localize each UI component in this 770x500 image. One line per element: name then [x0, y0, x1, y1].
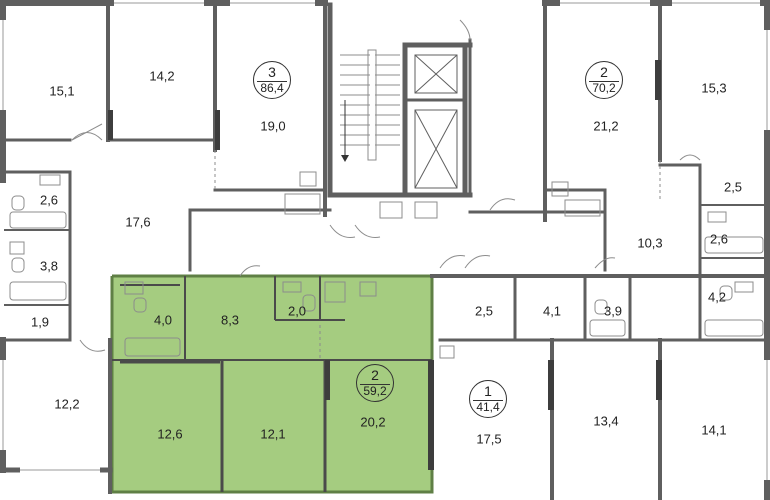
- apartment-badge-1-room[interactable]: 1 41,4: [469, 380, 507, 418]
- room-area: 4,0: [153, 312, 173, 328]
- room-area: 12,1: [260, 426, 286, 442]
- room-area: 2,5: [723, 179, 743, 195]
- room-area: 21,2: [593, 118, 619, 134]
- apartment-rooms: 1: [484, 383, 492, 399]
- elevator-icon: [414, 54, 458, 189]
- room-area: 12,2: [54, 396, 80, 412]
- room-area: 10,3: [637, 235, 663, 251]
- sink-icon: [9, 171, 754, 359]
- bathtub-icon: [9, 211, 764, 357]
- windows: [2, 2, 768, 480]
- apartment-area: 86,4: [257, 81, 287, 95]
- room-area: 15,3: [701, 80, 727, 96]
- apartment-area: 70,2: [589, 81, 619, 95]
- room-area: 13,4: [593, 413, 619, 429]
- room-area: 14,1: [701, 422, 727, 438]
- room-area: 4,2: [707, 289, 727, 305]
- room-area: 14,2: [149, 68, 175, 84]
- room-area: 2,5: [474, 303, 494, 319]
- apartment-badge-2-rooms-top[interactable]: 2 70,2: [585, 61, 623, 99]
- wall-piers: [108, 60, 662, 470]
- toilet-icon: [11, 195, 733, 315]
- room-dividers: [214, 150, 661, 360]
- apartment-badge-3-rooms[interactable]: 3 86,4: [253, 61, 291, 99]
- apartment-rooms: 3: [268, 64, 276, 80]
- room-area: 20,2: [360, 414, 386, 430]
- room-area: 1,9: [30, 314, 50, 330]
- stairs-icon: [340, 49, 400, 162]
- room-area: 4,1: [542, 303, 562, 319]
- apartment-badge-2-rooms-selected[interactable]: 2 59,2: [356, 364, 394, 402]
- selected-apartment-walls: [112, 276, 432, 492]
- room-area: 17,6: [125, 214, 151, 230]
- selected-apartment-fill[interactable]: [112, 276, 432, 492]
- room-area: 2,6: [709, 231, 729, 247]
- room-area: 15,1: [49, 83, 75, 99]
- apartment-area: 59,2: [360, 384, 390, 398]
- room-area: 12,6: [157, 426, 183, 442]
- door-swing-icon: [71, 19, 701, 352]
- room-area: 19,0: [260, 118, 286, 134]
- room-area: 8,3: [220, 312, 240, 328]
- room-area: 17,5: [476, 431, 502, 447]
- apartment-rooms: 2: [600, 64, 608, 80]
- shower-icon: [284, 193, 601, 303]
- room-area: 3,9: [603, 303, 623, 319]
- room-area: 3,8: [39, 258, 59, 274]
- apartment-area: 41,4: [473, 400, 503, 414]
- apartment-rooms: 2: [371, 367, 379, 383]
- room-area: 2,6: [39, 192, 59, 208]
- room-area: 2,0: [287, 303, 307, 319]
